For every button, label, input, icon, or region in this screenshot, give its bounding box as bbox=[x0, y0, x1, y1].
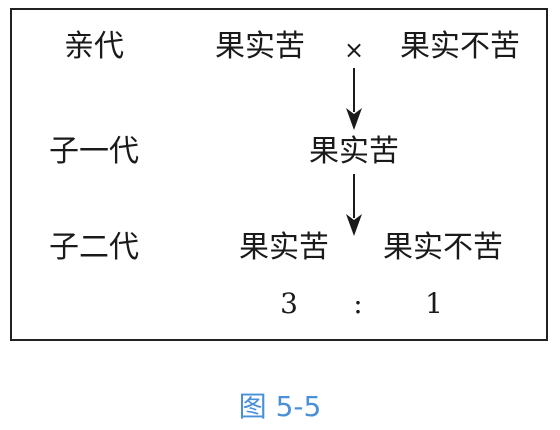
f1-bitter-fruit: 果实苦 bbox=[309, 134, 399, 169]
arrow-down-icon bbox=[346, 68, 362, 130]
figure-caption: 图 5-5 bbox=[238, 390, 322, 423]
diagram-frame bbox=[10, 8, 548, 341]
ratio-non-bitter: 1 bbox=[425, 287, 443, 320]
parent-non-bitter-fruit: 果实不苦 bbox=[400, 29, 520, 64]
f2-bitter-fruit: 果实苦 bbox=[239, 230, 329, 265]
f2-non-bitter-fruit: 果实不苦 bbox=[383, 230, 503, 265]
label-parent-generation: 亲代 bbox=[64, 29, 124, 64]
label-f1-generation: 子一代 bbox=[49, 134, 139, 169]
ratio-bitter: 3 bbox=[280, 287, 298, 320]
ratio-colon: : bbox=[353, 287, 363, 320]
parent-bitter-fruit: 果实苦 bbox=[215, 29, 305, 64]
arrow-down-icon bbox=[346, 174, 362, 236]
label-f2-generation: 子二代 bbox=[49, 230, 139, 265]
cross-symbol: × bbox=[343, 36, 365, 64]
